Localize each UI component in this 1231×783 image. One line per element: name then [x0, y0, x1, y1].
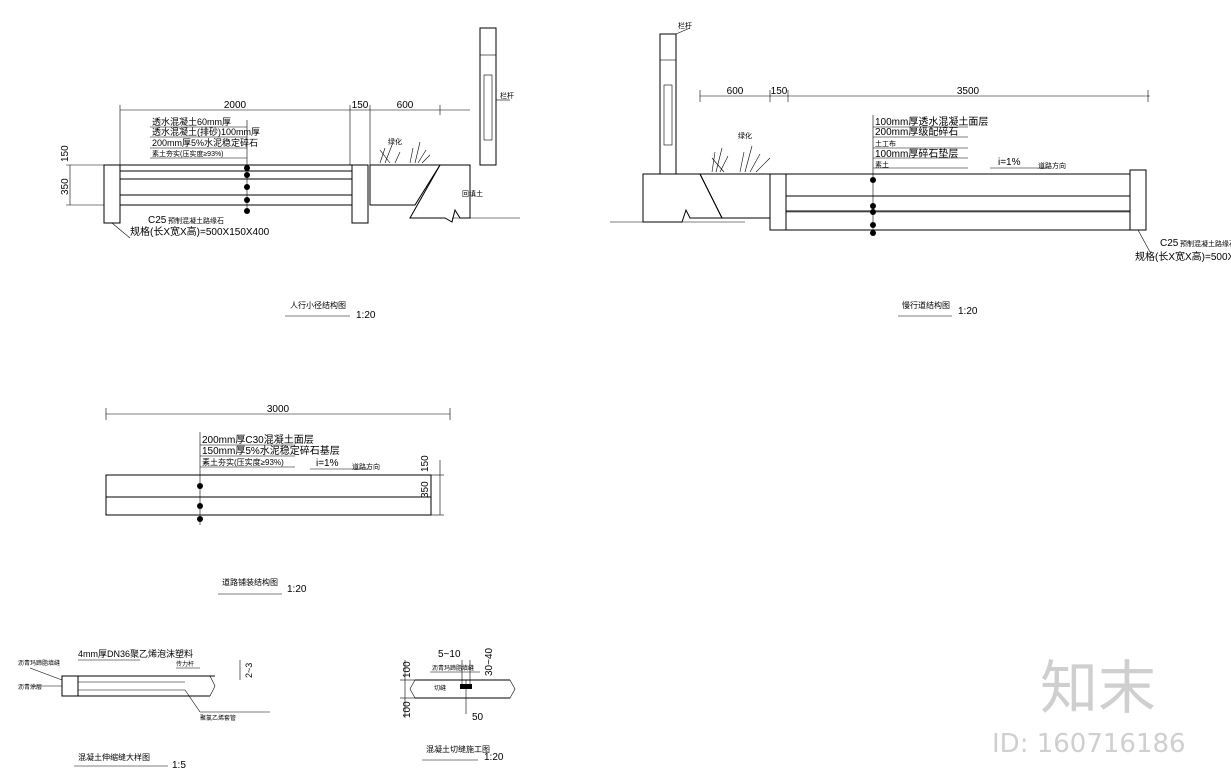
joint-label-3: 沥青涂层 — [18, 683, 42, 691]
joint-label-2: 沥青玛蹄脂填缝 — [18, 659, 60, 667]
sidewalk-soil-label: 回填土 — [462, 189, 483, 198]
bikeway-layer-5: 素土 — [875, 160, 889, 169]
joint-label-5: 聚氯乙烯套管 — [200, 714, 236, 722]
watermark-logo: 知末 — [1040, 654, 1156, 722]
cut-dim-b: 30~40 — [484, 647, 495, 676]
dim-600: 600 — [397, 100, 414, 111]
road-slope-label: 道路方向 — [352, 462, 380, 471]
sidewalk-plant-label: 绿化 — [388, 137, 402, 146]
dim-150: 150 — [420, 455, 431, 472]
sidewalk-layer-4: 素土夯实(压实度≥93%) — [152, 149, 224, 158]
joint-title: 混凝土伸缩缝大样图 — [78, 752, 150, 762]
dim-2000: 2000 — [224, 100, 247, 111]
road-section: 3000 350 150 200mm厚C30混凝土面层 150mm厚5%水泥稳定… — [105, 404, 451, 595]
bikeway-plant-label: 绿化 — [738, 131, 752, 140]
road-slope: i=1% — [316, 458, 339, 469]
cut-detail: 5~10 30~40 100 100 50 沥青玛蹄脂填缝 切缝 混凝土切缝施工… — [400, 647, 516, 763]
bikeway-section: 600 150 3500 栏杆 绿化 — [610, 21, 1231, 317]
joint-dim: 2~3 — [244, 663, 254, 678]
cut-dim-h1: 100 — [402, 661, 413, 678]
bikeway-curb-spec-1b: 预制混凝土路缘石 — [1180, 239, 1231, 248]
dim-150: 150 — [771, 86, 788, 97]
dim-3500: 3500 — [957, 86, 980, 97]
cut-label-2: 切缝 — [434, 684, 446, 692]
dim-3000: 3000 — [267, 404, 290, 415]
joint-label-4: 传力杆 — [176, 660, 194, 668]
sidewalk-section: 2000 150 600 350 150 透水混凝土60mm厚 透水混凝土(排砂… — [60, 27, 520, 321]
sidewalk-title: 人行小径结构图 — [290, 300, 346, 310]
sidewalk-curb-spec-1: C25 — [148, 215, 167, 226]
dim-150: 150 — [352, 100, 369, 111]
road-title: 道路铺装结构图 — [222, 577, 278, 587]
bikeway-layer-2: 200mm厚级配碎石 — [875, 125, 958, 138]
cut-dim-h2: 100 — [402, 701, 413, 718]
plant-icon — [711, 145, 771, 173]
cut-label-1: 沥青玛蹄脂填缝 — [432, 664, 474, 672]
bikeway-layer-3: 土工布 — [875, 139, 896, 148]
bikeway-layer-4: 100mm厚碎石垫层 — [875, 147, 958, 160]
cut-dim-a: 5~10 — [438, 649, 461, 660]
sidewalk-layer-2: 透水混凝土(排砂)100mm厚 — [152, 126, 260, 137]
bikeway-slope-label: 道路方向 — [1038, 161, 1066, 170]
bikeway-slope: i=1% — [998, 157, 1021, 168]
joint-label-1: 4mm厚DN36聚乙烯泡沫塑料 — [78, 648, 193, 659]
dim-350: 350 — [60, 178, 71, 195]
bikeway-curb-spec-1: C25 — [1160, 238, 1179, 249]
dim-600: 600 — [727, 86, 744, 97]
road-scale: 1:20 — [287, 584, 307, 595]
joint-detail: 沥青玛蹄脂填缝 沥青涂层 4mm厚DN36聚乙烯泡沫塑料 传力杆 聚氯乙烯套管 … — [18, 648, 270, 771]
watermark: 知末 ID: 160716186 — [992, 654, 1186, 759]
sidewalk-curb-spec-2: 规格(长X宽X高)=500X150X400 — [130, 225, 270, 238]
sidewalk-curb-spec-1b: 预制混凝土路缘石 — [168, 216, 224, 225]
bikeway-post-label: 栏杆 — [678, 21, 692, 30]
road-layer-3: 素土夯实(压实度≥93%) — [202, 457, 284, 467]
bikeway-layer-1: 100mm厚透水混凝土面层 — [875, 115, 988, 128]
cut-scale: 1:20 — [484, 752, 504, 763]
road-layer-1: 200mm厚C30混凝土面层 — [202, 433, 314, 446]
plant-icon — [379, 141, 431, 164]
watermark-id: ID: 160716186 — [992, 729, 1186, 759]
sidewalk-scale: 1:20 — [356, 310, 376, 321]
sidewalk-layer-1: 透水混凝土60mm厚 — [152, 116, 231, 127]
sidewalk-layer-3: 200mm厚5%水泥稳定碎石 — [152, 137, 258, 148]
bikeway-title: 慢行道结构图 — [902, 300, 950, 310]
cut-dim-c: 50 — [472, 712, 484, 723]
bikeway-curb-spec-2: 规格(长X宽X高)=500X150X400 — [1135, 250, 1231, 263]
road-layer-2: 150mm厚5%水泥稳定碎石基层 — [202, 444, 340, 457]
bikeway-scale: 1:20 — [958, 306, 978, 317]
cut-title: 混凝土切缝施工图 — [426, 744, 490, 754]
joint-scale: 1:5 — [172, 760, 186, 771]
dim-350: 350 — [420, 481, 431, 498]
sidewalk-post-label: 栏杆 — [500, 91, 514, 100]
dim-150-v: 150 — [60, 145, 71, 162]
